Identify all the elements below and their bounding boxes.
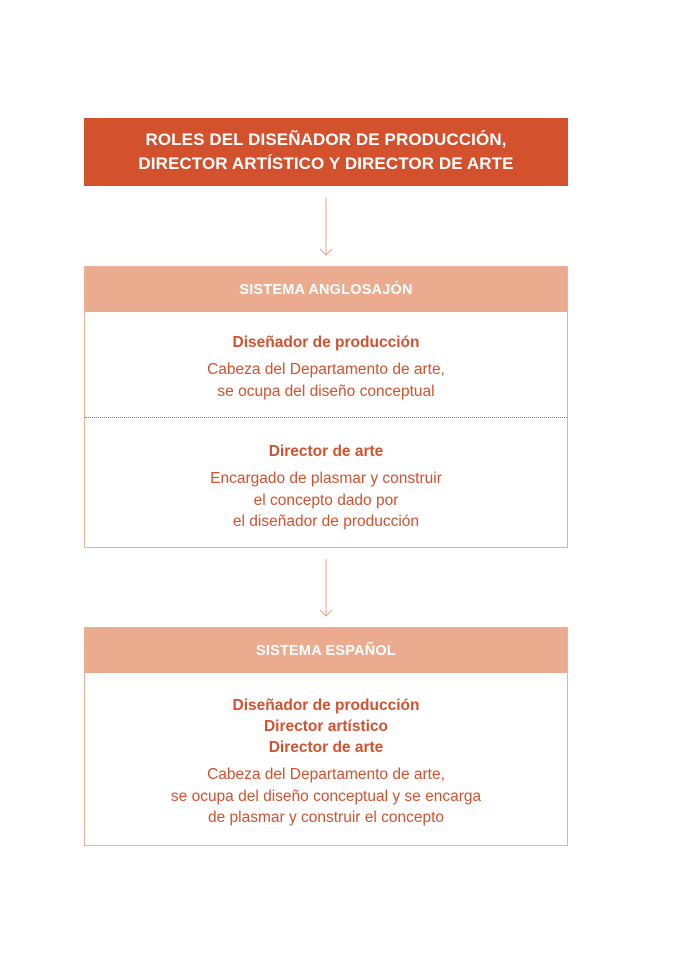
role-title: Director de arte xyxy=(268,739,384,756)
role-description-line: de plasmar y construir el concepto xyxy=(207,809,445,826)
role-description-line: se ocupa del diseño conceptual y se enca… xyxy=(170,787,482,805)
diagram-title-line-2: DIRECTOR ARTÍSTICO Y DIRECTOR DE ARTE xyxy=(138,154,514,173)
role-description-line: el concepto dado por xyxy=(253,491,399,509)
dotted-divider xyxy=(85,417,567,418)
role-title: Diseñador de producción xyxy=(232,334,420,351)
role-title: Director de arte xyxy=(268,443,384,460)
diagram-title: ROLES DEL DISEÑADOR DE PRODUCCIÓN, DIREC… xyxy=(84,118,568,186)
section-spanish-system: SISTEMA ESPAÑOL Diseñador de producción … xyxy=(84,627,568,846)
role-description-line: Encargado de plasmar y construir xyxy=(210,470,442,487)
role-block-art-director: Director de arte Encargado de plasmar y … xyxy=(85,418,567,533)
arrow-down-icon xyxy=(316,559,336,619)
role-title: Director artístico xyxy=(263,718,389,735)
role-description-line: Cabeza del Departamento de arte, xyxy=(207,766,445,783)
role-description-line: el diseñador de producción xyxy=(232,513,420,530)
arrow-down-icon xyxy=(316,198,336,258)
role-block-combined: Diseñador de producción Director artísti… xyxy=(85,673,567,829)
role-description-line: se ocupa del diseño conceptual xyxy=(217,382,435,400)
section-header: SISTEMA ANGLOSAJÓN xyxy=(85,267,567,312)
role-title: Diseñador de producción xyxy=(232,697,420,714)
diagram-title-line-1: ROLES DEL DISEÑADOR DE PRODUCCIÓN, xyxy=(145,130,507,149)
role-block-production-designer: Diseñador de producción Cabeza del Depar… xyxy=(85,312,567,417)
role-description-line: Cabeza del Departamento de arte, xyxy=(207,361,445,378)
section-header: SISTEMA ESPAÑOL xyxy=(85,628,567,673)
section-anglosaxon-system: SISTEMA ANGLOSAJÓN Diseñador de producci… xyxy=(84,266,568,548)
